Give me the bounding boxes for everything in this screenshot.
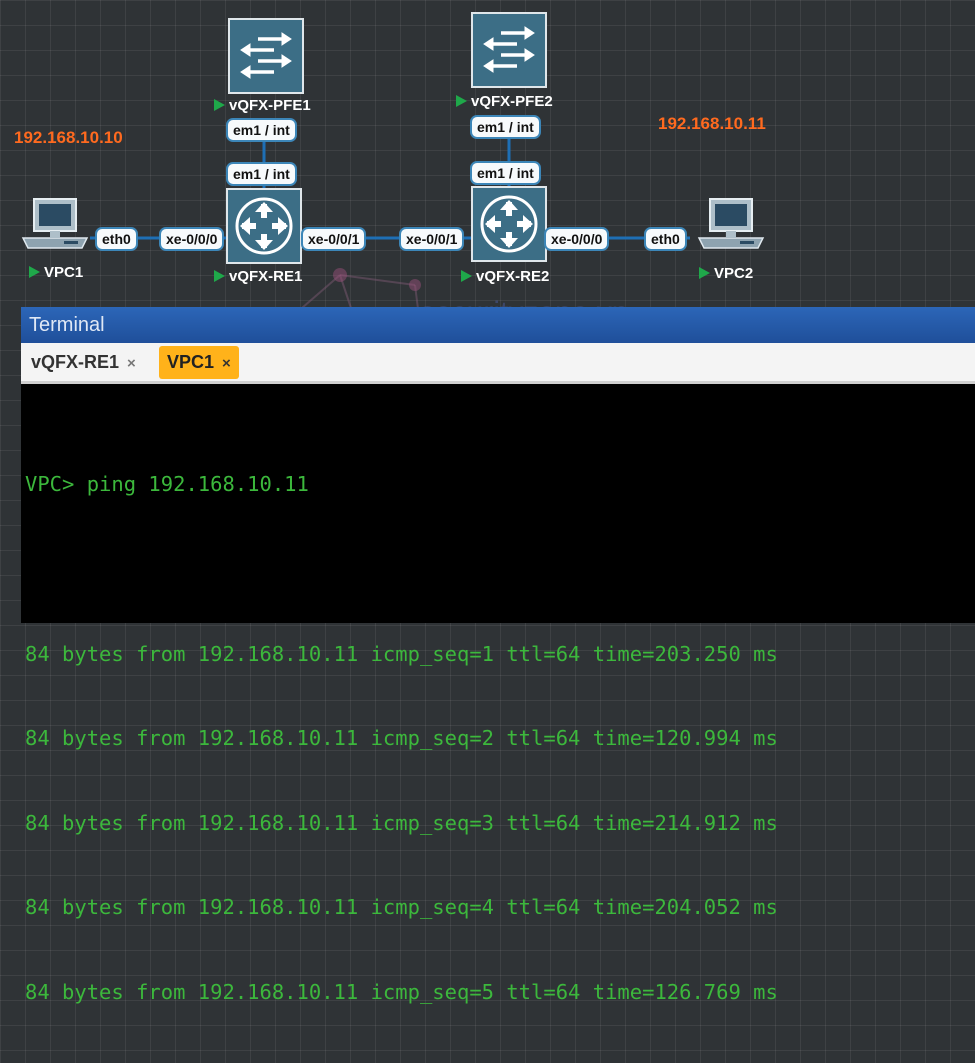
tab-vpc1[interactable]: VPC1× — [159, 346, 239, 379]
vqfx-re2-router-icon[interactable] — [471, 186, 547, 262]
running-status-icon — [699, 267, 710, 279]
vqfx-re1-port-em1[interactable]: em1 / int — [226, 162, 297, 186]
tab-vqfx-re1[interactable]: vQFX-RE1× — [31, 352, 136, 372]
vpc2-ip-label: 192.168.10.11 — [658, 114, 766, 133]
terminal-output[interactable]: VPC> ping 192.168.10.11 84 bytes from 19… — [21, 384, 975, 1063]
terminal-line: VPC> ping 192.168.10.11 — [25, 472, 309, 497]
close-icon[interactable]: × — [222, 355, 231, 372]
vqfx-pfe1-switch-icon[interactable] — [228, 18, 304, 94]
close-icon[interactable]: × — [127, 355, 136, 372]
vqfx-pfe2-switch-icon[interactable] — [471, 12, 547, 88]
vpc1-port-eth0[interactable]: eth0 — [95, 227, 138, 251]
running-status-icon — [461, 270, 472, 282]
vpc1-computer-icon[interactable] — [20, 196, 90, 252]
vpc2-label[interactable]: VPC2 — [699, 265, 753, 283]
vpc1-ip-label: 192.168.10.10 — [14, 128, 123, 147]
running-status-icon — [214, 99, 225, 111]
vqfx-re1-label[interactable]: vQFX-RE1 — [214, 268, 302, 286]
vpc1-label[interactable]: VPC1 — [29, 264, 83, 282]
running-status-icon — [29, 266, 40, 278]
router-arrows-icon — [235, 197, 293, 255]
terminal-line: 84 bytes from 192.168.10.11 icmp_seq=2 t… — [25, 726, 778, 751]
vqfx-pfe2-port-em1[interactable]: em1 / int — [470, 115, 541, 139]
vpc2-port-eth0[interactable]: eth0 — [644, 227, 687, 251]
terminal-line: 84 bytes from 192.168.10.11 icmp_seq=3 t… — [25, 810, 778, 835]
vqfx-re1-port-xe-0-0-1[interactable]: xe-0/0/1 — [301, 227, 367, 251]
router-arrows-icon — [480, 195, 538, 253]
vqfx-re2-port-xe-0-0-0[interactable]: xe-0/0/0 — [544, 227, 610, 251]
vqfx-re1-port-xe-0-0-0[interactable]: xe-0/0/0 — [159, 227, 225, 251]
vqfx-re2-port-em1[interactable]: em1 / int — [470, 161, 541, 185]
terminal-line — [25, 555, 975, 583]
terminal-titlebar[interactable]: Terminal — [21, 307, 975, 343]
terminal-line: 84 bytes from 192.168.10.11 icmp_seq=4 t… — [25, 895, 778, 920]
running-status-icon — [456, 95, 467, 107]
terminal-line: 84 bytes from 192.168.10.11 icmp_seq=1 t… — [25, 641, 778, 666]
vqfx-re2-port-xe-0-0-1[interactable]: xe-0/0/1 — [399, 227, 465, 251]
vqfx-pfe1-label[interactable]: vQFX-PFE1 — [214, 97, 311, 115]
vpc2-computer-icon[interactable] — [696, 196, 766, 252]
vqfx-re1-router-icon[interactable] — [226, 188, 302, 264]
running-status-icon — [214, 270, 225, 282]
terminal-window[interactable]: Terminal vQFX-RE1× VPC1× VPC> ping 192.1… — [21, 307, 975, 1004]
terminal-tab-bar: vQFX-RE1× VPC1× — [21, 343, 975, 384]
terminal-line: 84 bytes from 192.168.10.11 icmp_seq=5 t… — [25, 979, 778, 1004]
vqfx-pfe1-port-em1[interactable]: em1 / int — [226, 118, 297, 142]
switch-arrows-icon — [240, 32, 292, 79]
vqfx-pfe2-label[interactable]: vQFX-PFE2 — [456, 93, 553, 111]
vqfx-re2-label[interactable]: vQFX-RE2 — [461, 268, 549, 286]
switch-arrows-icon — [483, 26, 535, 73]
